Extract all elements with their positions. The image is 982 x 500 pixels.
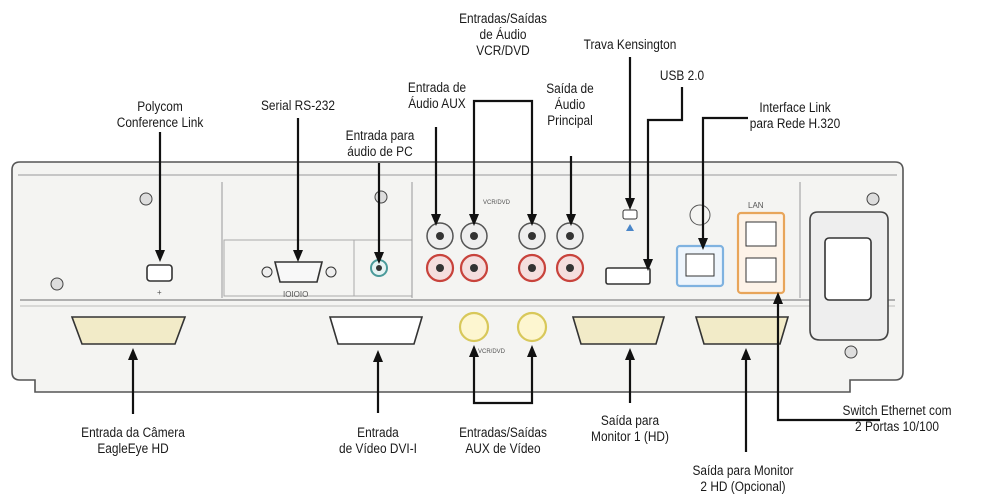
label-usb: USB 2.0 bbox=[659, 68, 705, 83]
screw-icon bbox=[50, 190, 880, 359]
plus-mark: + bbox=[157, 288, 162, 297]
label-main-audio-out: Saída de Áudio Principal bbox=[546, 81, 594, 128]
label-aux-video: Entradas/Saídas AUX de Vídeo bbox=[459, 425, 547, 456]
svideo-port bbox=[458, 311, 490, 343]
label-vcr-dvd: Entradas/Saídas de Áudio VCR/DVD bbox=[459, 11, 547, 58]
chassis-outline bbox=[11, 161, 904, 393]
serial-port bbox=[273, 261, 324, 283]
lan-mark: LAN bbox=[748, 201, 764, 210]
label-aux-audio-in: Entrada de Áudio AUX bbox=[407, 80, 467, 111]
video-mark: VCR/DVD bbox=[478, 349, 506, 355]
label-serial: Serial RS-232 bbox=[261, 98, 335, 113]
polycom-link-port bbox=[146, 264, 173, 282]
label-polycom-link: Polycom Conference Link bbox=[116, 99, 204, 130]
label-camera-in: Entrada da Câmera EagleEye HD bbox=[81, 425, 185, 456]
label-h320: Interface Link para Rede H.320 bbox=[749, 100, 841, 131]
label-dvi-in: Entrada de Vídeo DVI-I bbox=[339, 425, 417, 456]
dvi-ports bbox=[70, 316, 790, 345]
label-monitor2: Saída para Monitor 2 HD (Opcional) bbox=[692, 463, 794, 494]
leader-lines bbox=[131, 57, 880, 452]
rca-jacks bbox=[425, 222, 585, 283]
label-kensington: Trava Kensington bbox=[583, 37, 677, 52]
label-pc-audio: Entrada para áudio de PC bbox=[345, 128, 415, 159]
serial-port-mark: IOIOIO bbox=[283, 290, 308, 299]
kensington-slot bbox=[622, 209, 638, 220]
label-ethernet: Switch Ethernet com 2 Portas 10/100 bbox=[842, 403, 952, 434]
vcr-dvd-mark: VCR/DVD bbox=[483, 200, 511, 206]
usb-port bbox=[605, 267, 651, 285]
label-monitor1: Saída para Monitor 1 (HD) bbox=[591, 413, 669, 444]
